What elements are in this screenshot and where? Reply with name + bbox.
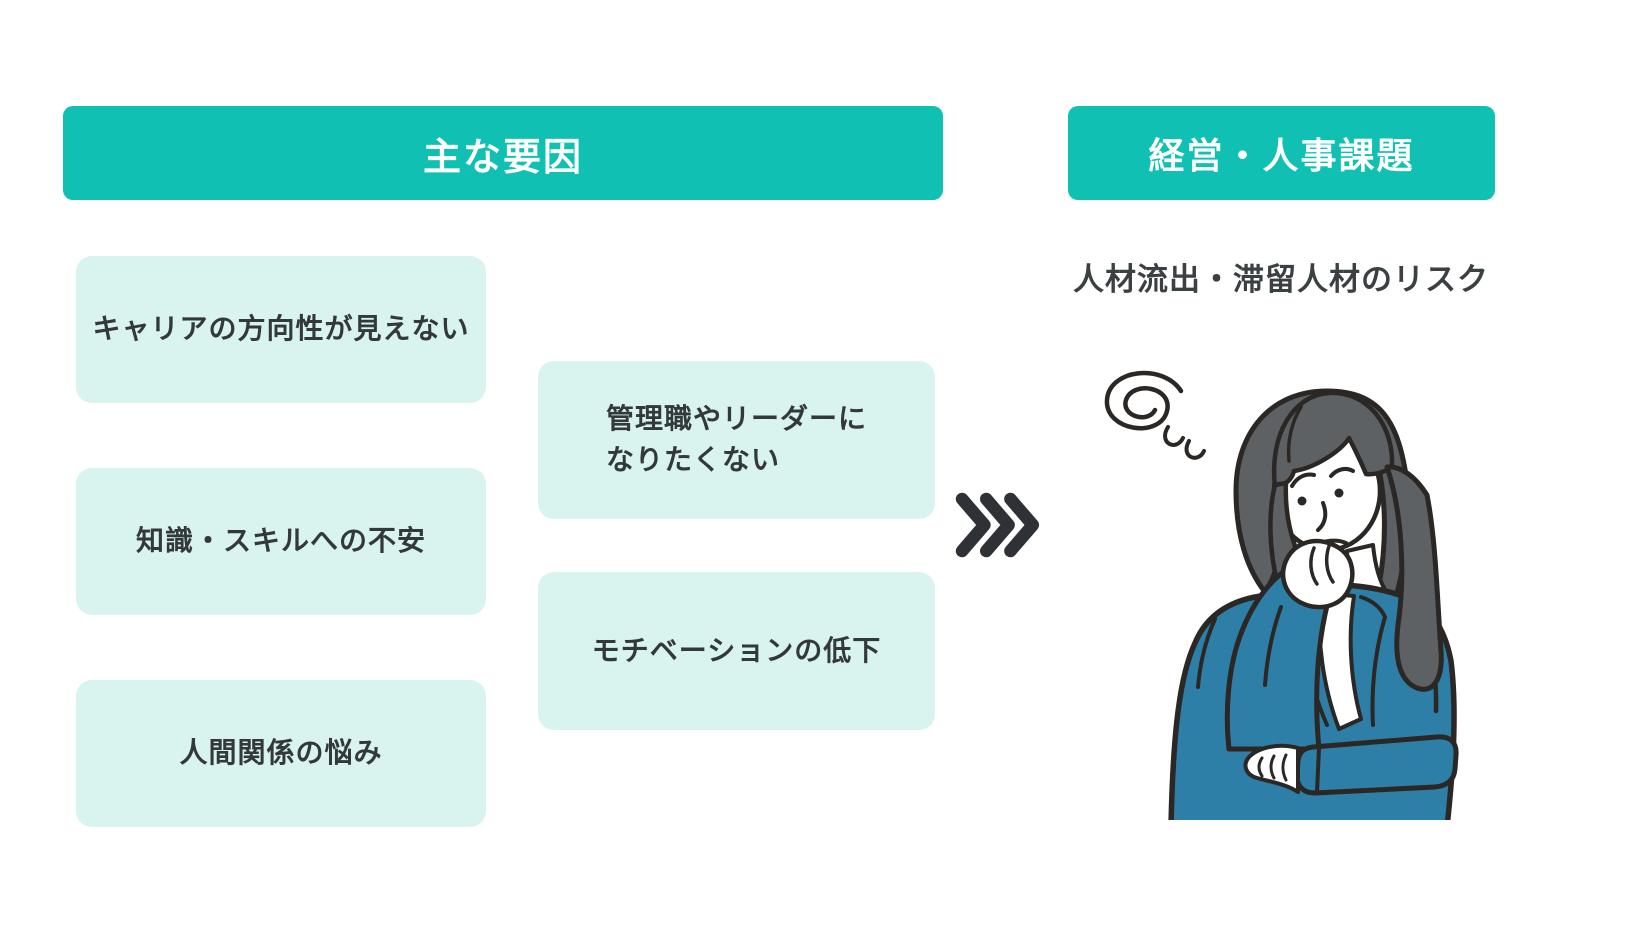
factor-box-motivation-decline: モチベーションの低下 [538, 572, 935, 730]
fist [1280, 538, 1355, 610]
eye-left [1297, 496, 1307, 506]
woman-figure [1168, 388, 1459, 820]
main-factors-header: 主な要因 [63, 106, 943, 200]
factor-box-manager-reluctance: 管理職やリーダーに なりたくない [538, 361, 935, 519]
risk-label: 人材流出・滞留人材のリスク [1073, 262, 1489, 298]
hair-right-lock [1384, 464, 1444, 692]
factor-box-relationships: 人間関係の悩み [76, 680, 486, 827]
factor-box-skill-anxiety: 知識・スキルへの不安 [76, 468, 486, 615]
triple-chevron-right-icon [955, 492, 1040, 558]
crossed-arm-sleeve [1294, 734, 1459, 796]
raised-arm-sleeve [1224, 558, 1332, 752]
hair-bangs [1271, 390, 1395, 490]
eyebrows [1290, 472, 1316, 488]
confusion-scribble-icon [1104, 370, 1206, 460]
worried-woman-illustration [1104, 370, 1459, 820]
eye-right [1334, 488, 1344, 498]
nose [1316, 501, 1328, 532]
hr-issues-header: 経営・人事課題 [1068, 106, 1495, 200]
factor-box-career-direction: キャリアの方向性が見えない [76, 256, 486, 403]
